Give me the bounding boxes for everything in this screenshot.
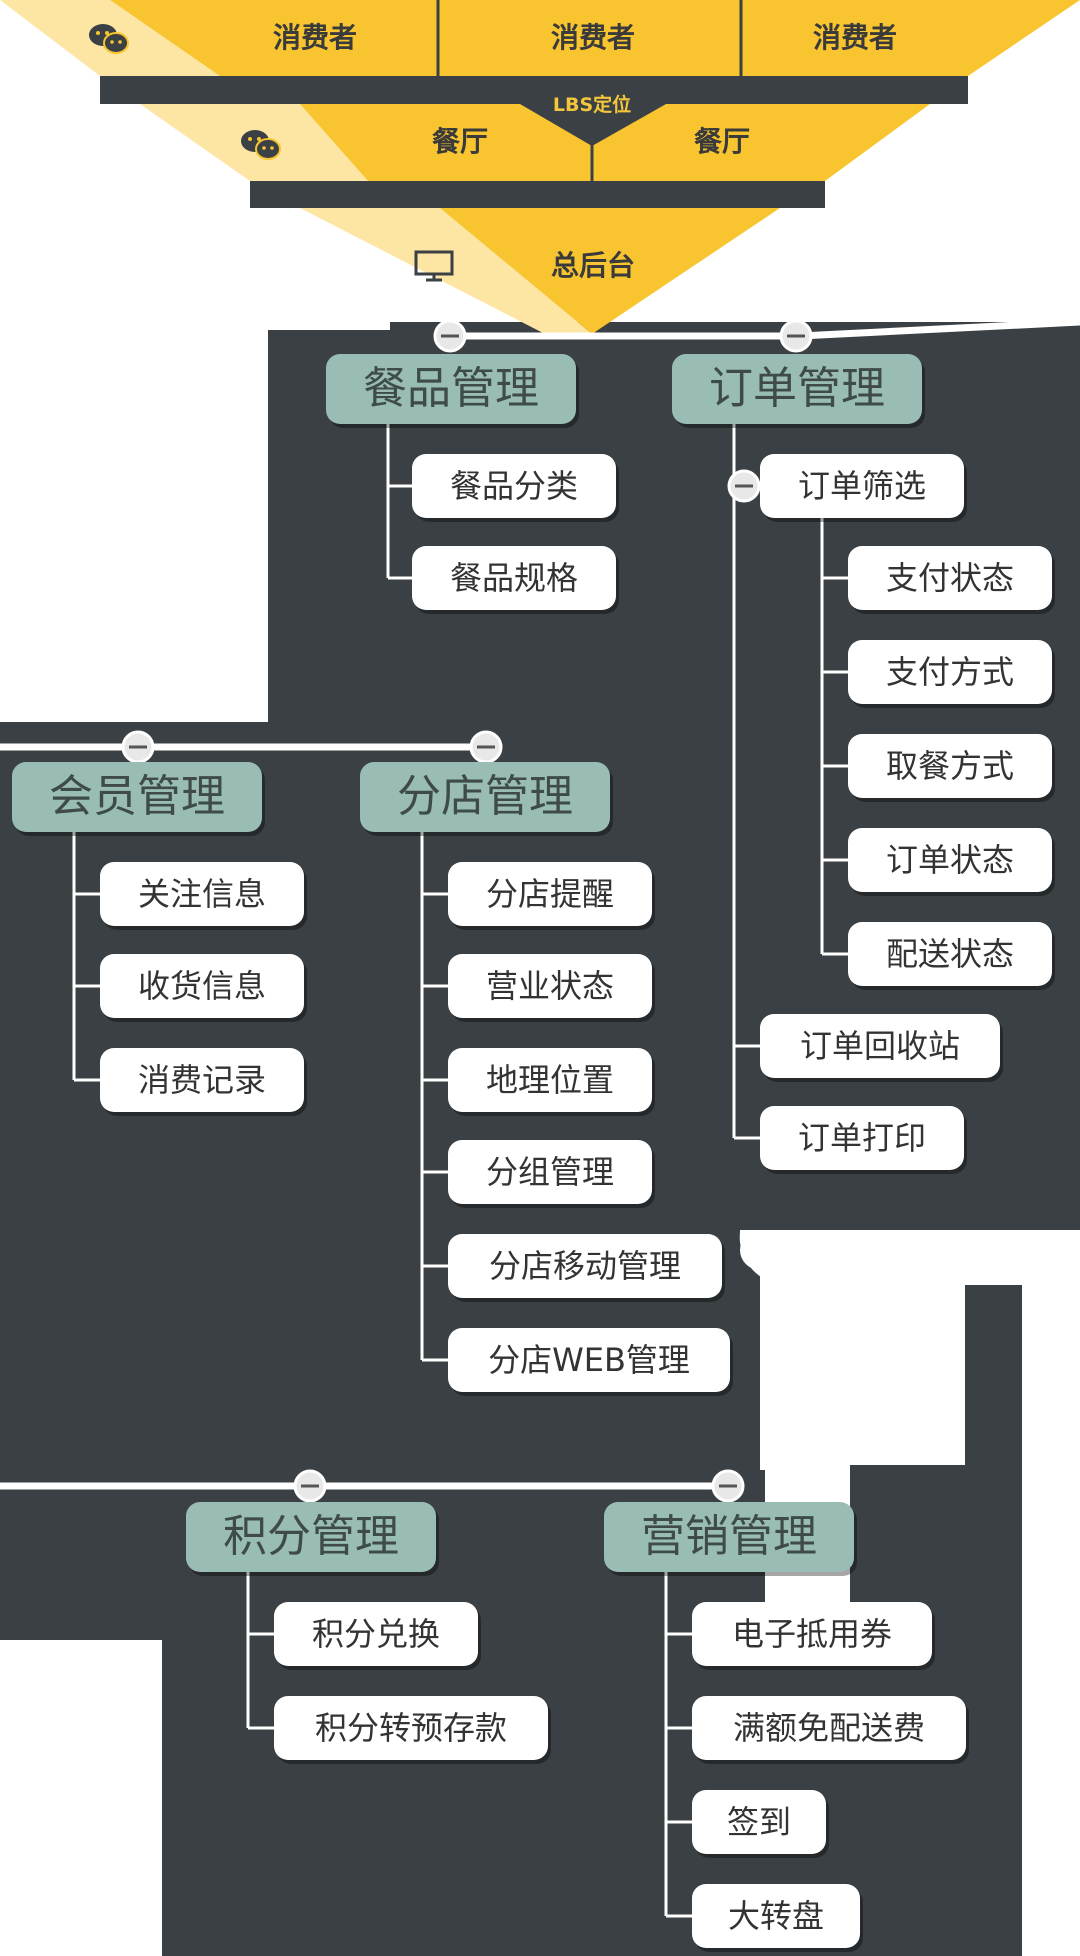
consumer-label-1: 消费者 xyxy=(272,21,357,54)
item-food-spec[interactable]: 餐品规格 xyxy=(412,546,616,610)
item-food-category[interactable]: 餐品分类 xyxy=(412,454,616,518)
item-order-print[interactable]: 订单打印 xyxy=(760,1106,964,1170)
item-wheel[interactable]: 大转盘 xyxy=(692,1884,860,1948)
item-delivery-status[interactable]: 配送状态 xyxy=(848,922,1052,986)
consumer-label-3: 消费者 xyxy=(812,21,897,54)
item-points-exchange[interactable]: 积分兑换 xyxy=(274,1602,478,1666)
item-order-recycle[interactable]: 订单回收站 xyxy=(760,1014,1000,1078)
item-checkin[interactable]: 签到 xyxy=(692,1790,826,1854)
item-pay-status[interactable]: 支付状态 xyxy=(848,546,1052,610)
item-pickup-method[interactable]: 取餐方式 xyxy=(848,734,1052,798)
item-business-status[interactable]: 营业状态 xyxy=(448,954,652,1018)
item-order-status[interactable]: 订单状态 xyxy=(848,828,1052,892)
monitor-icon xyxy=(414,250,454,282)
module-title-member[interactable]: 会员管理 xyxy=(12,762,262,832)
item-spend-record[interactable]: 消费记录 xyxy=(100,1048,304,1112)
wechat-icon xyxy=(89,24,129,54)
consumer-label-2: 消费者 xyxy=(550,21,635,54)
restaurant-label-1: 餐厅 xyxy=(431,125,488,158)
item-points-deposit[interactable]: 积分转预存款 xyxy=(274,1696,548,1760)
connector-rails xyxy=(0,318,1080,1490)
restaurant-label-2: 餐厅 xyxy=(693,125,750,158)
item-shipping-info[interactable]: 收货信息 xyxy=(100,954,304,1018)
item-coupon[interactable]: 电子抵用券 xyxy=(692,1602,932,1666)
item-order-filter[interactable]: 订单筛选 xyxy=(760,454,964,518)
item-branch-web[interactable]: 分店WEB管理 xyxy=(448,1328,730,1392)
module-title-marketing[interactable]: 营销管理 xyxy=(604,1502,854,1572)
module-title-order[interactable]: 订单管理 xyxy=(672,354,922,424)
funnel-yellow xyxy=(110,0,1080,334)
wechat-icon xyxy=(241,130,281,160)
module-title-food[interactable]: 餐品管理 xyxy=(326,354,576,424)
funnel-bars xyxy=(100,76,968,208)
item-follow-info[interactable]: 关注信息 xyxy=(100,862,304,926)
item-branch-mobile[interactable]: 分店移动管理 xyxy=(448,1234,722,1298)
item-pay-method[interactable]: 支付方式 xyxy=(848,640,1052,704)
item-branch-reminder[interactable]: 分店提醒 xyxy=(448,862,652,926)
item-free-delivery[interactable]: 满额免配送费 xyxy=(692,1696,966,1760)
item-group-manage[interactable]: 分组管理 xyxy=(448,1140,652,1204)
backend-label: 总后台 xyxy=(550,249,635,282)
tree-connector-lines xyxy=(72,424,848,1918)
module-title-points[interactable]: 积分管理 xyxy=(186,1502,436,1572)
lbs-label: LBS定位 xyxy=(552,94,632,116)
item-location[interactable]: 地理位置 xyxy=(448,1048,652,1112)
module-title-branch[interactable]: 分店管理 xyxy=(360,762,610,832)
